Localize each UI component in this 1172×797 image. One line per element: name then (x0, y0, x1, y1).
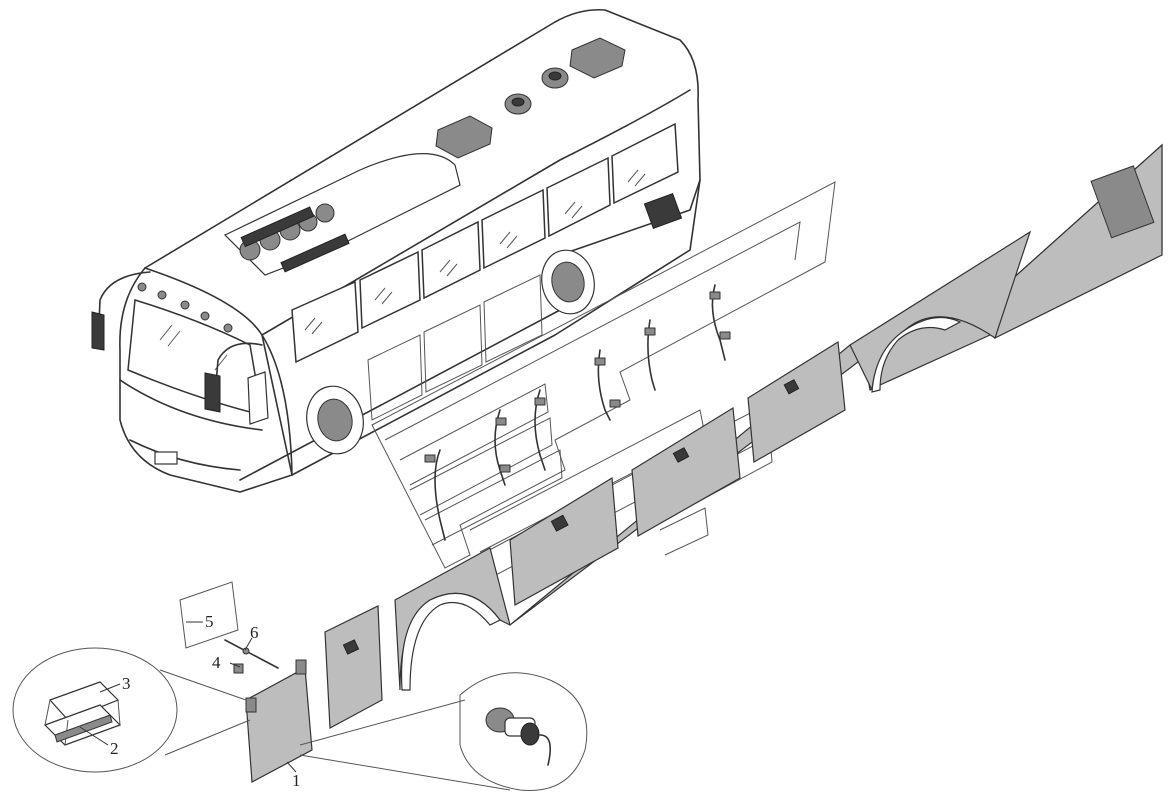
side-skirt-panels (245, 143, 1163, 783)
callout-1: 1 (292, 771, 301, 790)
bus-illustration (91, 8, 701, 493)
part-5-plate (179, 581, 239, 649)
callout-2: 2 (110, 739, 119, 758)
callout-3: 3 (122, 674, 131, 693)
part-4-clip (233, 663, 244, 674)
callout-6: 6 (250, 623, 259, 642)
callout-5: 5 (205, 612, 214, 631)
lock-icon (485, 707, 551, 766)
door-struts (424, 284, 731, 541)
callout-leaders (79, 621, 297, 773)
lock-detail-bubble (299, 672, 588, 791)
callout-4: 4 (212, 653, 221, 672)
